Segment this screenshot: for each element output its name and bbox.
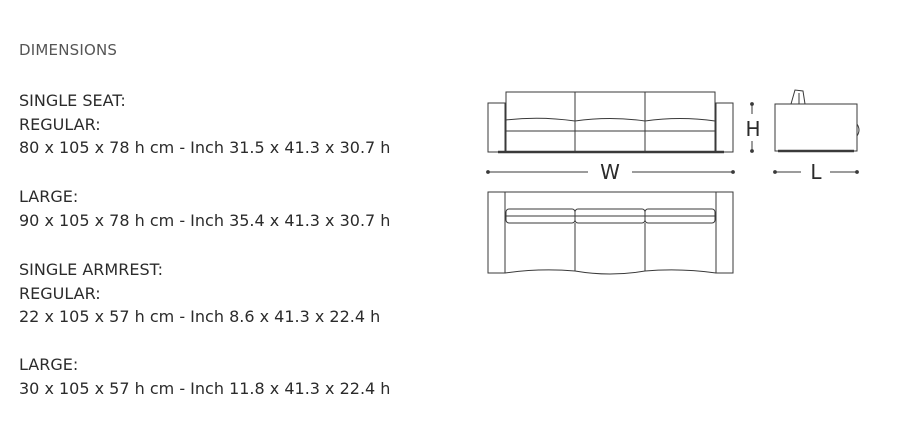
width-tick-right [731,170,735,174]
single-armrest-large-spec: LARGE: 30 x 105 x 57 h cm - Inch 11.8 x … [19,353,390,400]
side-body [774,103,858,152]
front-seat-cushion-line [505,117,716,122]
top-left-armrest [487,191,506,274]
height-label: H [745,117,760,141]
length-label: L [810,160,822,184]
length-dimension: L [773,160,859,184]
front-seat-2 [574,91,646,153]
height-tick-bottom [750,149,754,153]
single-seat-regular-spec: SINGLE SEAT: REGULAR: 80 x 105 x 78 h cm… [19,89,390,160]
front-right-armrest [715,102,734,153]
sofa-dimension-diagram: W H L [486,89,860,275]
width-tick-left [486,170,490,174]
width-dimension: W [486,160,735,184]
single-armrest-regular-spec: SINGLE ARMREST: REGULAR: 22 x 105 x 57 h… [19,258,380,329]
single-seat-regular-label: REGULAR: [19,114,101,134]
sofa-front-view [487,91,734,154]
single-seat-large-value: 90 x 105 x 78 h cm - Inch 35.4 x 41.3 x … [19,210,391,230]
length-tick-right [855,170,859,174]
top-seat-front-edge [504,269,717,275]
single-armrest-large-label: LARGE: [19,355,79,374]
single-armrest-regular-label: REGULAR: [19,283,101,303]
height-tick-top [750,102,754,106]
top-right-armrest [715,191,734,274]
side-cushion-curve [856,123,860,137]
front-left-armrest [487,102,506,153]
single-armrest-title: SINGLE ARMREST: [19,260,164,279]
single-seat-large-label: LARGE: [19,187,79,206]
single-armrest-regular-value: 22 x 105 x 57 h cm - Inch 8.6 x 41.3 x 2… [19,307,381,326]
sofa-side-view [774,89,860,153]
sofa-top-view [487,191,734,275]
side-backrest [790,89,806,105]
single-seat-large-spec: LARGE: 90 x 105 x 78 h cm - Inch 35.4 x … [19,185,390,232]
single-seat-title: SINGLE SEAT: [19,91,126,110]
single-armrest-large-value: 30 x 105 x 57 h cm - Inch 11.8 x 41.3 x … [19,378,391,398]
height-dimension: H [745,102,761,153]
length-tick-left [773,170,777,174]
front-seat-3 [644,91,716,153]
front-seat-1 [505,91,576,153]
section-heading: DIMENSIONS [19,41,118,59]
width-label: W [600,160,620,184]
single-seat-regular-value: 80 x 105 x 78 h cm - Inch 31.5 x 41.3 x … [19,138,391,157]
